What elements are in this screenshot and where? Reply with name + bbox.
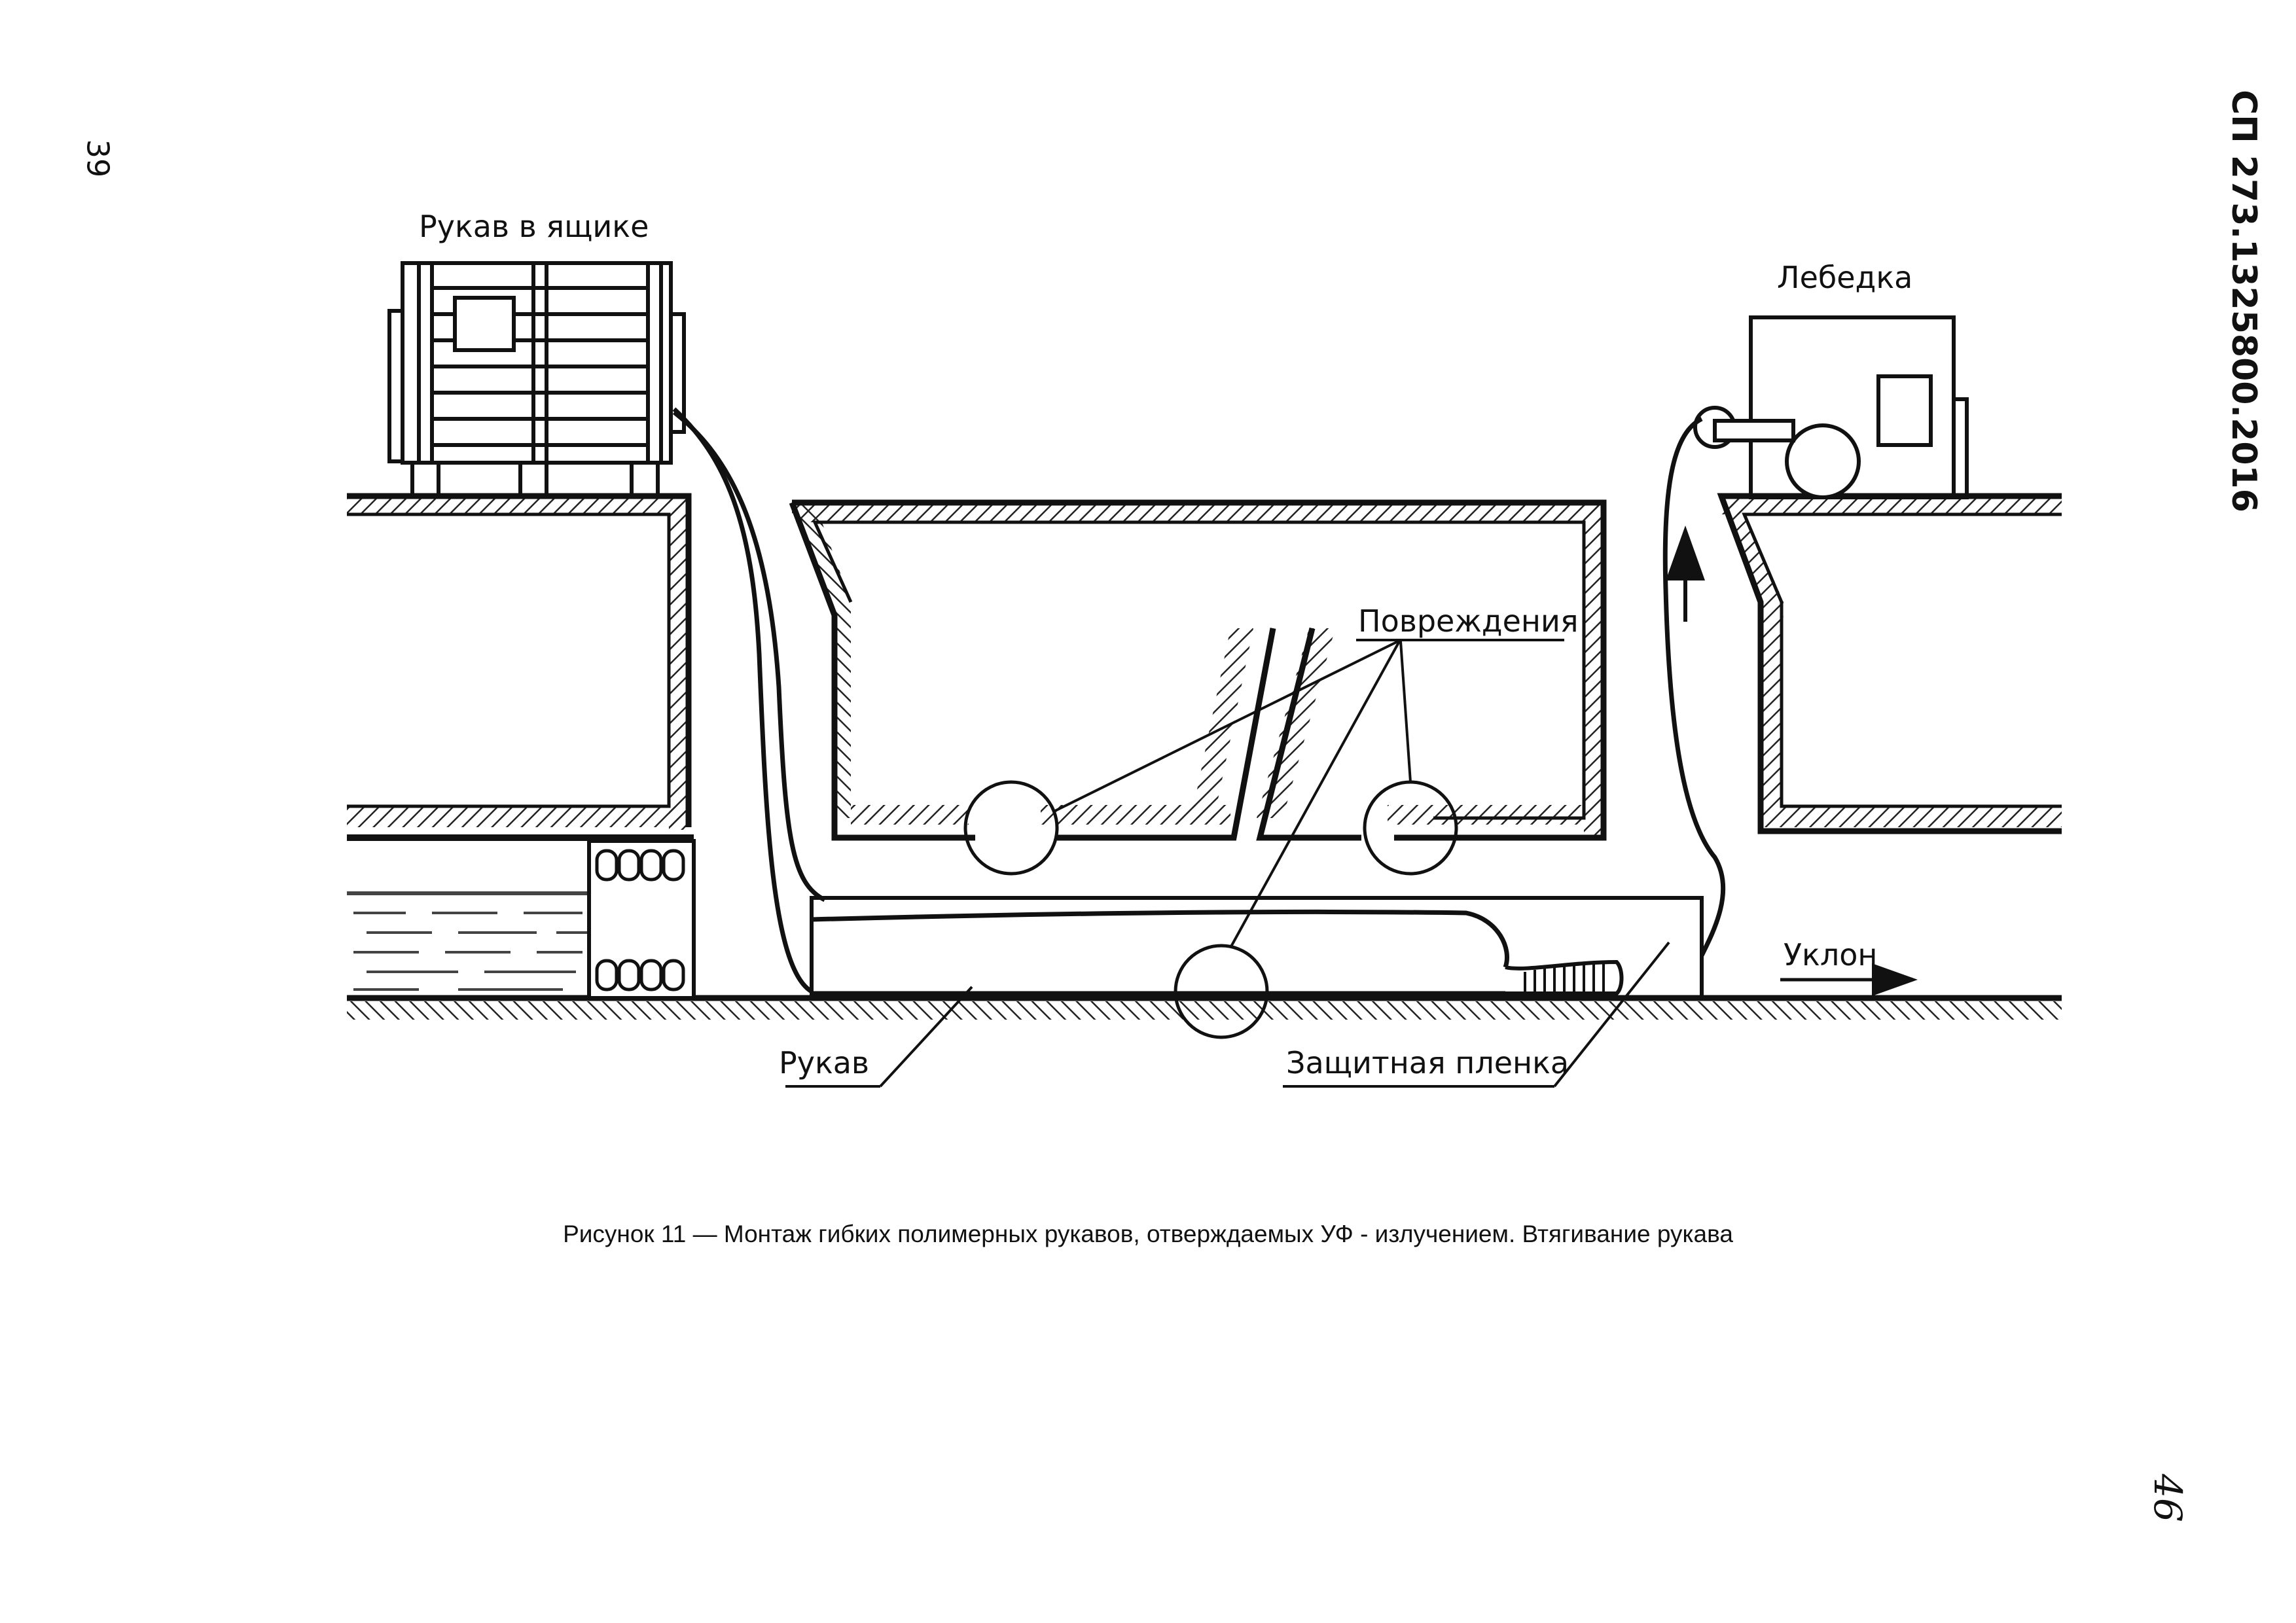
label-hose-in-box: Рукав в ящике [419,209,649,244]
label-winch: Лебедка [1777,260,1912,295]
liner-hose [810,896,1704,999]
figure-caption: Рисунок 11 — Монтаж гибких полимерных ру… [563,1221,1733,1247]
left-soil-block [347,493,694,841]
hose-feed-line [672,407,813,994]
winch-cable [1662,416,1726,957]
label-damage: Повреждения [1358,603,1579,639]
winch [1693,315,1969,499]
label-slope: Уклон [1784,937,1877,972]
label-hose: Рукав [779,1045,869,1080]
leader-lines [785,639,1670,1088]
water [347,891,589,991]
ground-bottom [347,995,2062,1020]
hose-feed-line-2 [672,410,826,902]
label-protective-film: Защитная пленка [1286,1045,1569,1080]
middle-soil-block [789,499,1607,841]
right-soil-block [1717,493,2062,834]
hose-crate [387,261,686,497]
packer-plug [587,839,696,1000]
